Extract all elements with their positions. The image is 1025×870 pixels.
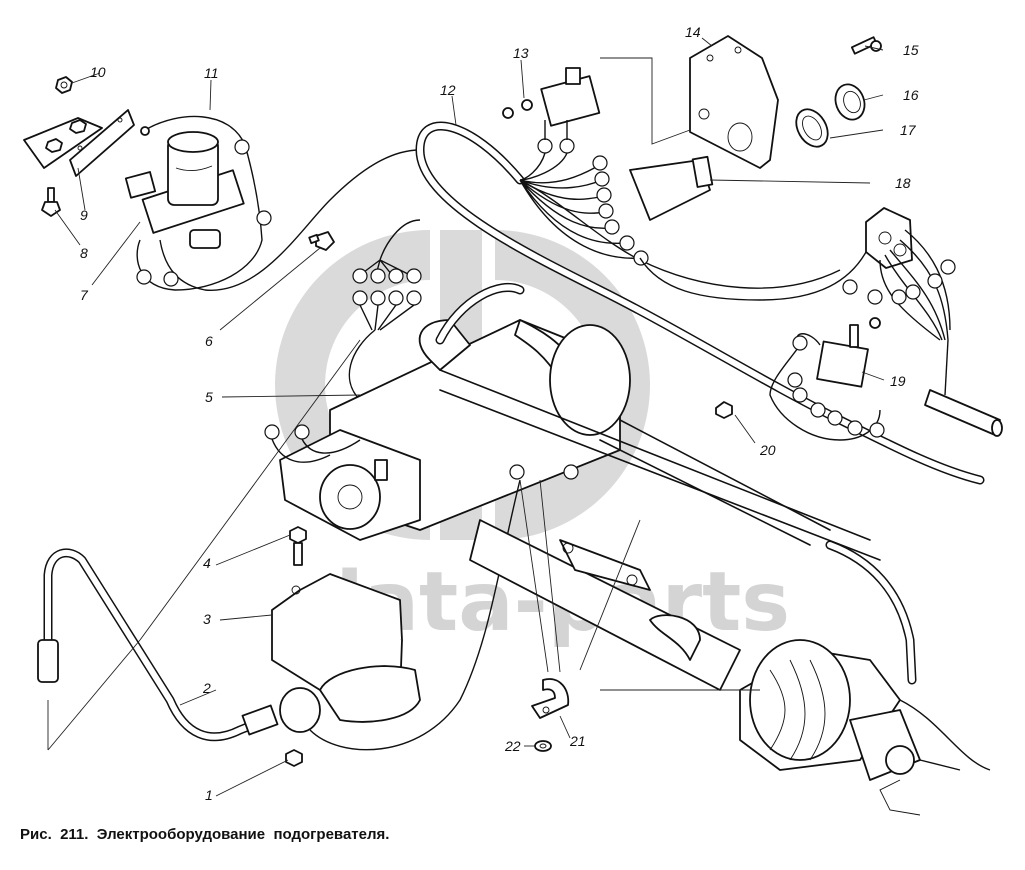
callout-15: 15 [903, 42, 919, 58]
part-screw-6 [308, 231, 335, 251]
callout-7: 7 [80, 287, 89, 303]
leader-lines [47, 37, 885, 797]
callout-21: 21 [569, 733, 586, 749]
part-clamp-21 [531, 678, 570, 719]
callout-8: 8 [80, 245, 88, 261]
part-cable-2 [37, 479, 521, 751]
part-relay-top [519, 67, 601, 181]
part-screw-15 [850, 36, 882, 55]
figure-caption: Рис. 211. Электрооборудование подогреват… [20, 826, 390, 843]
heater-electrical-diagram: data-parts [23, 24, 1003, 816]
part-burner-assembly [739, 639, 991, 816]
callout-6: 6 [205, 333, 213, 349]
callout-9: 9 [80, 207, 88, 223]
part-bolt-20 [715, 401, 733, 419]
part-bolt-8 [41, 187, 61, 217]
part-connector-block [639, 207, 1003, 437]
callout-19: 19 [890, 373, 906, 389]
callout-10: 10 [90, 64, 106, 80]
part-bolt-4 [289, 526, 307, 566]
part-coil-3 [271, 573, 421, 733]
callout-4: 4 [203, 555, 211, 571]
callout-18: 18 [895, 175, 911, 191]
part-harness-connectors [348, 219, 422, 401]
part-nut-16 [834, 83, 866, 121]
callout-3: 3 [203, 611, 211, 627]
callout-20: 20 [759, 442, 776, 458]
callout-2: 2 [202, 680, 211, 696]
part-nut-1 [285, 749, 303, 767]
callout-22: 22 [504, 738, 521, 754]
part-washer-17 [795, 108, 829, 148]
part-nuts-13 [502, 99, 533, 119]
part-bracket-9 [23, 109, 135, 177]
callout-17: 17 [900, 122, 917, 138]
part-nut-10 [55, 76, 73, 94]
part-washer-22 [534, 740, 552, 752]
callout-1: 1 [205, 787, 213, 803]
callout-13: 13 [513, 45, 529, 61]
callout-labels: 1 2 3 4 5 6 7 8 9 10 11 12 13 14 15 16 1… [80, 24, 919, 803]
part-relay-19 [769, 324, 885, 441]
part-connector-18 [519, 155, 714, 266]
part-pump-motor [264, 424, 579, 541]
callout-5: 5 [205, 389, 213, 405]
callout-14: 14 [685, 24, 701, 40]
part-plate-14 [600, 35, 779, 169]
part-solenoid-7 [124, 115, 421, 291]
callout-11: 11 [204, 65, 219, 81]
callout-12: 12 [440, 82, 456, 98]
callout-16: 16 [903, 87, 919, 103]
